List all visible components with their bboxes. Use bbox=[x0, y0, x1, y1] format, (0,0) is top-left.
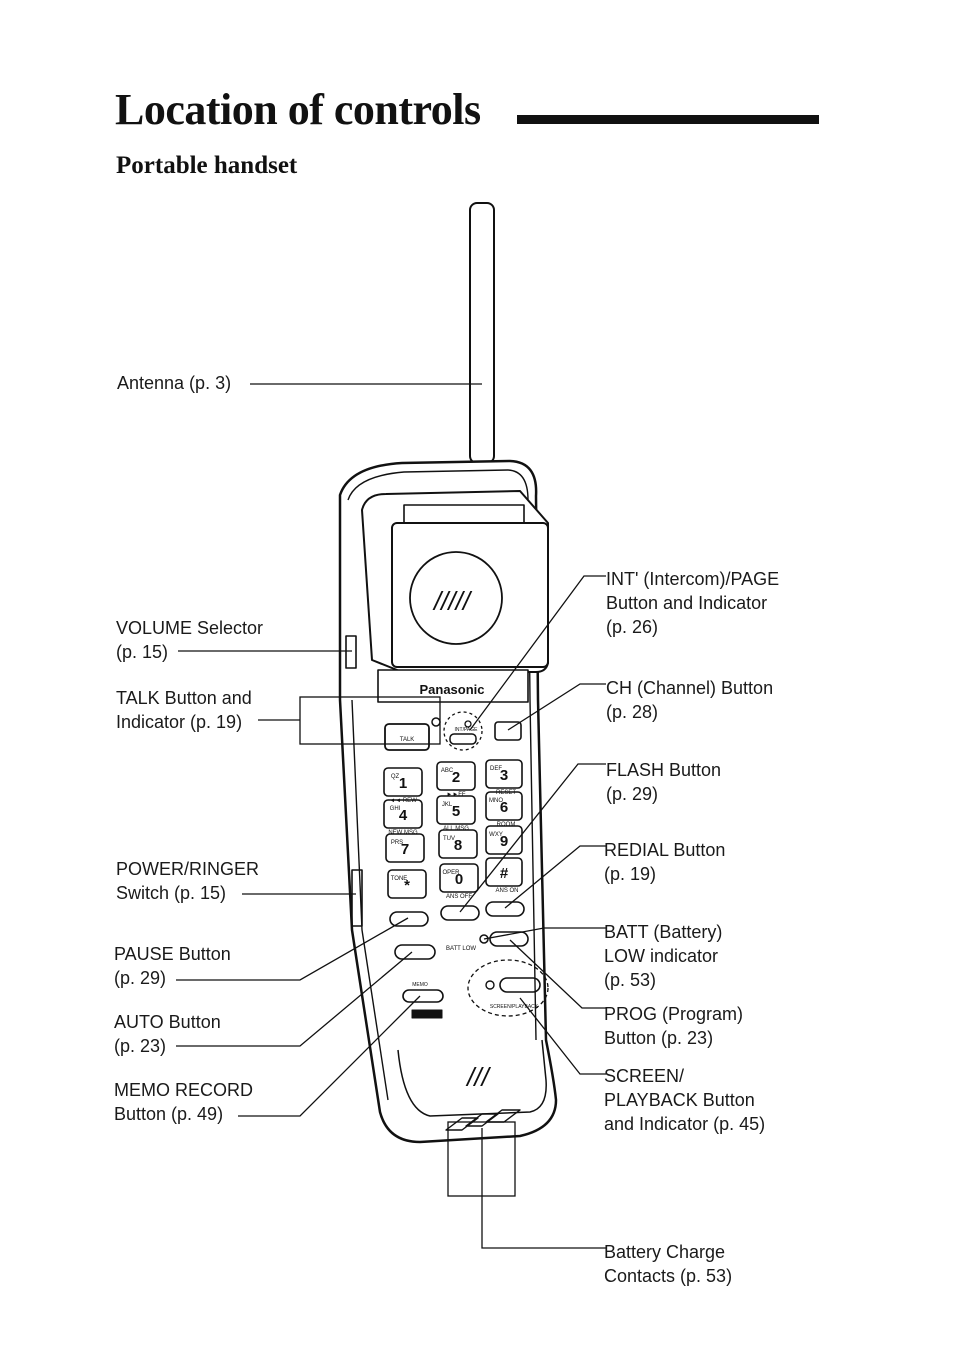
screen-playback-button bbox=[499, 977, 541, 993]
key-2-function: ►►FF bbox=[446, 792, 466, 798]
key-5-letters: JKL bbox=[442, 802, 453, 808]
key-6-function: ROOM bbox=[497, 822, 516, 828]
label-memo-record: MEMO RECORD Button (p. 49) bbox=[114, 1080, 253, 1124]
label-intercom-page: INT' (Intercom)/PAGE Button and Indicato… bbox=[606, 569, 780, 637]
key-4: 4 bbox=[399, 807, 408, 824]
label-volume-selector: VOLUME Selector (p. 15) bbox=[116, 618, 264, 662]
key-6-letters: MNO bbox=[489, 798, 503, 804]
page-title: Location of controls bbox=[115, 85, 481, 134]
label-charge-contacts: Battery Charge Contacts (p. 53) bbox=[604, 1242, 733, 1286]
key-0-letters: OPER bbox=[442, 870, 460, 876]
intercom-button bbox=[449, 733, 477, 745]
key-5: 5 bbox=[452, 803, 460, 820]
key-9: 9 bbox=[500, 833, 508, 850]
label-redial-button: REDIAL Button (p. 19) bbox=[604, 840, 726, 884]
batt-low-label: BATT LOW bbox=[446, 946, 476, 952]
key-4-letters: GHI bbox=[390, 806, 401, 812]
intercom-key-label: INT/PAGE bbox=[455, 727, 479, 733]
talk-button bbox=[384, 723, 430, 751]
key-7: 7 bbox=[401, 841, 409, 858]
key-1-function: ◄◄ REW bbox=[389, 798, 417, 804]
key-7-letters: PRS bbox=[391, 840, 403, 846]
memo-label: MEMO bbox=[412, 982, 428, 988]
volume-selector bbox=[345, 635, 357, 669]
key-6: 6 bbox=[500, 799, 508, 816]
key-3-letters: DEF bbox=[490, 766, 502, 772]
auto-button bbox=[394, 944, 436, 960]
prog-button bbox=[489, 931, 529, 947]
key-4-function: NEW MSG bbox=[388, 830, 418, 836]
screen-indicator bbox=[485, 980, 495, 990]
key-2-letters: ABC bbox=[441, 768, 454, 774]
power-ringer-switch bbox=[351, 869, 363, 927]
speaker-marks: ///// bbox=[432, 586, 473, 616]
speaker-grille bbox=[409, 551, 503, 645]
key-5-function: ALL MSG bbox=[443, 826, 469, 832]
keypad bbox=[383, 759, 523, 899]
label-channel-button: CH (Channel) Button (p. 28) bbox=[606, 678, 774, 722]
brand-logo: Panasonic bbox=[419, 682, 484, 697]
key-hash-function: ANS ON bbox=[495, 888, 518, 894]
channel-button bbox=[494, 721, 522, 741]
label-power-ringer: POWER/RINGER Switch (p. 15) bbox=[116, 859, 260, 903]
label-antenna: Antenna (p. 3) bbox=[117, 373, 232, 393]
key-3-function: RESET bbox=[496, 790, 516, 796]
batt-low-indicator bbox=[479, 934, 489, 944]
label-auto-button: AUTO Button (p. 23) bbox=[114, 1012, 221, 1056]
pause-button bbox=[389, 911, 429, 927]
key-star: * bbox=[404, 877, 410, 894]
redial-button bbox=[485, 901, 525, 917]
flash-button bbox=[440, 905, 480, 921]
key-0-function: ANS OFF bbox=[446, 894, 472, 900]
key-9-letters: WXY bbox=[489, 832, 503, 838]
key-star-letters: TONE bbox=[391, 876, 408, 882]
key-labels: 1 2 3 4 5 6 7 8 9 * 0 # QZ ABC DEF GHI J… bbox=[388, 586, 538, 1092]
key-3: 3 bbox=[500, 767, 508, 784]
key-0: 0 bbox=[455, 871, 463, 888]
label-screen-playback: SCREEN/ PLAYBACK Button and Indicator (p… bbox=[604, 1066, 766, 1134]
label-batt-low: BATT (Battery) LOW indicator (p. 53) bbox=[604, 922, 723, 990]
key-1: 1 bbox=[399, 775, 407, 792]
talk-key-label: TALK bbox=[400, 737, 415, 743]
antenna bbox=[469, 202, 495, 464]
memo-record-button bbox=[402, 989, 444, 1003]
key-2: 2 bbox=[452, 769, 460, 786]
leader-lines bbox=[176, 383, 606, 1249]
screen-playback-label: SCREEN/PLAYBACK bbox=[490, 1004, 539, 1010]
label-talk-button: TALK Button and Indicator (p. 19) bbox=[116, 688, 252, 732]
key-8: 8 bbox=[454, 837, 462, 854]
mic-marks: /// bbox=[465, 1062, 491, 1092]
key-8-letters: TUV bbox=[443, 836, 455, 842]
label-pause-button: PAUSE Button (p. 29) bbox=[114, 944, 231, 988]
title-rule bbox=[517, 115, 819, 124]
key-hash: # bbox=[500, 865, 509, 882]
key-1-letters: QZ bbox=[391, 774, 400, 780]
label-prog-button: PROG (Program) Button (p. 23) bbox=[604, 1004, 744, 1048]
section-subtitle: Portable handset bbox=[116, 152, 298, 179]
label-flash-button: FLASH Button (p. 29) bbox=[606, 760, 722, 804]
